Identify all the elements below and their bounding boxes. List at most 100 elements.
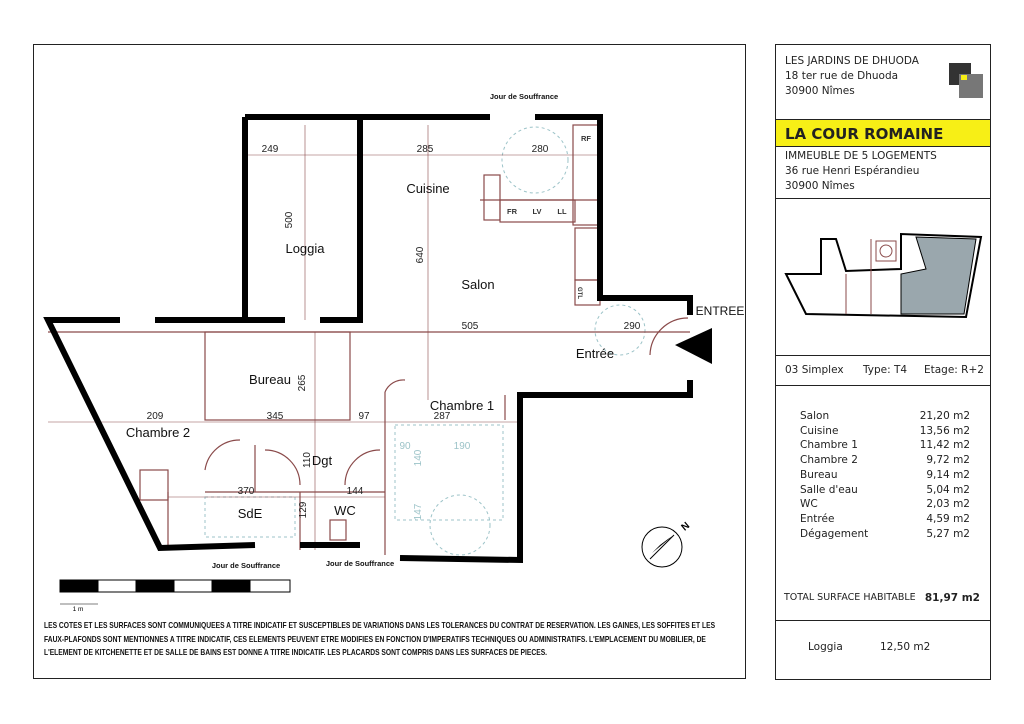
room-dgt: Dgt bbox=[312, 453, 333, 468]
dim-140: 140 bbox=[413, 449, 424, 466]
dim-370: 370 bbox=[238, 486, 255, 497]
walls bbox=[43, 114, 693, 564]
floor-plan: Loggia Cuisine Salon Entrée Bureau Chamb… bbox=[43, 92, 745, 613]
building-type: IMMEUBLE DE 5 LOGEMENTS bbox=[785, 150, 937, 162]
surface-room: Entrée bbox=[800, 512, 835, 525]
total-value: 81,97 m2 bbox=[924, 592, 980, 604]
dim-640: 640 bbox=[415, 246, 426, 263]
surface-room: Salon bbox=[800, 410, 830, 422]
promoter-section: LES JARDINS DE DHUODA 18 ter rue de Dhuo… bbox=[776, 45, 990, 119]
lot-floor: Etage: R+2 bbox=[924, 364, 984, 376]
dim-287: 287 bbox=[434, 411, 451, 422]
promoter-city: 30900 Nîmes bbox=[785, 85, 855, 97]
fixture-rf: RF bbox=[581, 134, 591, 143]
lot-info-row: 03 Simplex Type: T4 Etage: R+2 bbox=[776, 356, 990, 386]
room-chambre-2: Chambre 2 bbox=[126, 425, 190, 440]
surface-area: 9,72 m2 bbox=[926, 454, 970, 467]
surface-room: Cuisine bbox=[800, 424, 839, 437]
surface-row: Dégagement 5,27 m2 bbox=[800, 528, 970, 543]
building-miniplan bbox=[784, 232, 983, 319]
surface-room: Bureau bbox=[800, 468, 838, 481]
room-wc: WC bbox=[334, 503, 356, 518]
room-bureau: Bureau bbox=[249, 372, 291, 387]
rug-circle bbox=[429, 494, 491, 556]
total-row: TOTAL SURFACE HABITABLE 81,97 m2 bbox=[784, 592, 980, 607]
building-section: IMMEUBLE DE 5 LOGEMENTS 36 rue Henri Esp… bbox=[776, 147, 990, 199]
dim-190: 190 bbox=[454, 441, 471, 452]
room-cuisine: Cuisine bbox=[406, 181, 449, 196]
dim-129: 129 bbox=[298, 501, 309, 518]
kitchen-counter bbox=[499, 199, 576, 223]
dim-249: 249 bbox=[262, 144, 279, 155]
surface-row: Chambre 2 9,72 m2 bbox=[800, 454, 970, 469]
surface-area: 11,42 m2 bbox=[919, 439, 970, 452]
jour-souffrance-bottom-right: Jour de Souffrance bbox=[326, 559, 394, 568]
scale-bar bbox=[59, 579, 291, 605]
lot-type: Type: T4 bbox=[863, 364, 908, 376]
fixture-fr: FR bbox=[507, 207, 518, 216]
disclaimer: LES COTES ET LES SURFACES SONT COMMUNIQU… bbox=[44, 619, 741, 660]
surface-row: Salon 21,20 m2 bbox=[800, 410, 970, 425]
surface-room: WC bbox=[800, 498, 818, 511]
project-name: LA COUR ROMAINE bbox=[785, 125, 944, 143]
surface-area: 4,59 m2 bbox=[926, 512, 970, 525]
dim-147: 147 bbox=[413, 503, 424, 520]
lot-number: 03 Simplex bbox=[785, 364, 844, 376]
room-entree: Entrée bbox=[576, 346, 614, 361]
surface-area: 5,27 m2 bbox=[926, 527, 970, 540]
dim-97: 97 bbox=[358, 411, 370, 422]
disclaimer-line: FAUX-PLAFONDS SONT MENTIONNES A TITRE IN… bbox=[44, 634, 706, 644]
surface-area: 5,04 m2 bbox=[926, 483, 970, 496]
room-sde: SdE bbox=[238, 506, 263, 521]
entry-circle bbox=[594, 304, 646, 356]
dim-285: 285 bbox=[417, 144, 434, 155]
north-label: N bbox=[679, 520, 692, 533]
disclaimer-line: L'ELEMENT DE KITCHENETTE ET DE SALLE DE … bbox=[44, 648, 548, 657]
building-city: 30900 Nîmes bbox=[785, 180, 855, 192]
surface-room: Salle d'eau bbox=[800, 483, 858, 496]
building-address: 36 rue Henri Espérandieu bbox=[785, 165, 920, 177]
surface-row: Salle d'eau 5,04 m2 bbox=[800, 484, 970, 499]
total-label: TOTAL SURFACE HABITABLE bbox=[784, 592, 916, 603]
dim-345: 345 bbox=[267, 411, 284, 422]
surface-row: Cuisine 13,56 m2 bbox=[800, 425, 970, 440]
fixture-lv: LV bbox=[532, 207, 541, 216]
fixture-ll: LL bbox=[557, 207, 567, 216]
dimension-lines bbox=[48, 125, 690, 550]
surface-area: 21,20 m2 bbox=[919, 410, 970, 422]
plan-frame bbox=[33, 44, 746, 679]
jour-souffrance-bottom-left: Jour de Souffrance bbox=[212, 561, 280, 570]
bed-outline bbox=[394, 424, 504, 521]
loggia-value: 12,50 m2 bbox=[880, 641, 931, 653]
project-title-bar: LA COUR ROMAINE bbox=[776, 119, 990, 147]
dim-209: 209 bbox=[147, 411, 164, 422]
info-panel: LES JARDINS DE DHUODA 18 ter rue de Dhuo… bbox=[775, 44, 991, 680]
dim-110: 110 bbox=[302, 452, 313, 468]
promoter-name: LES JARDINS DE DHUODA bbox=[785, 55, 919, 67]
loggia-section: Loggia 12,50 m2 bbox=[776, 621, 990, 679]
toilet bbox=[329, 519, 347, 541]
loggia-label: Loggia bbox=[808, 641, 843, 653]
logo bbox=[941, 61, 986, 103]
entree-label: ENTREE bbox=[696, 304, 745, 318]
partitions bbox=[48, 124, 690, 555]
room-loggia: Loggia bbox=[285, 241, 325, 256]
surface-row: Bureau 9,14 m2 bbox=[800, 469, 970, 484]
north-compass-icon bbox=[641, 526, 683, 568]
stairs bbox=[139, 469, 169, 501]
surface-room: Chambre 2 bbox=[800, 454, 858, 467]
surface-room: Dégagement bbox=[800, 527, 869, 540]
surface-area: 13,56 m2 bbox=[919, 424, 970, 437]
surface-row: Entrée 4,59 m2 bbox=[800, 513, 970, 528]
table-circle bbox=[501, 126, 569, 194]
room-chambre-1: Chambre 1 bbox=[430, 398, 494, 413]
dim-290: 290 bbox=[624, 321, 641, 332]
surface-area: 9,14 m2 bbox=[926, 468, 970, 481]
disclaimer-line: LES COTES ET LES SURFACES SONT COMMUNIQU… bbox=[44, 621, 716, 630]
dim-265: 265 bbox=[297, 374, 308, 391]
dim-90: 90 bbox=[399, 441, 411, 452]
jour-souffrance-top: Jour de Souffrance bbox=[490, 92, 558, 101]
entry-arrow-icon bbox=[675, 328, 712, 364]
